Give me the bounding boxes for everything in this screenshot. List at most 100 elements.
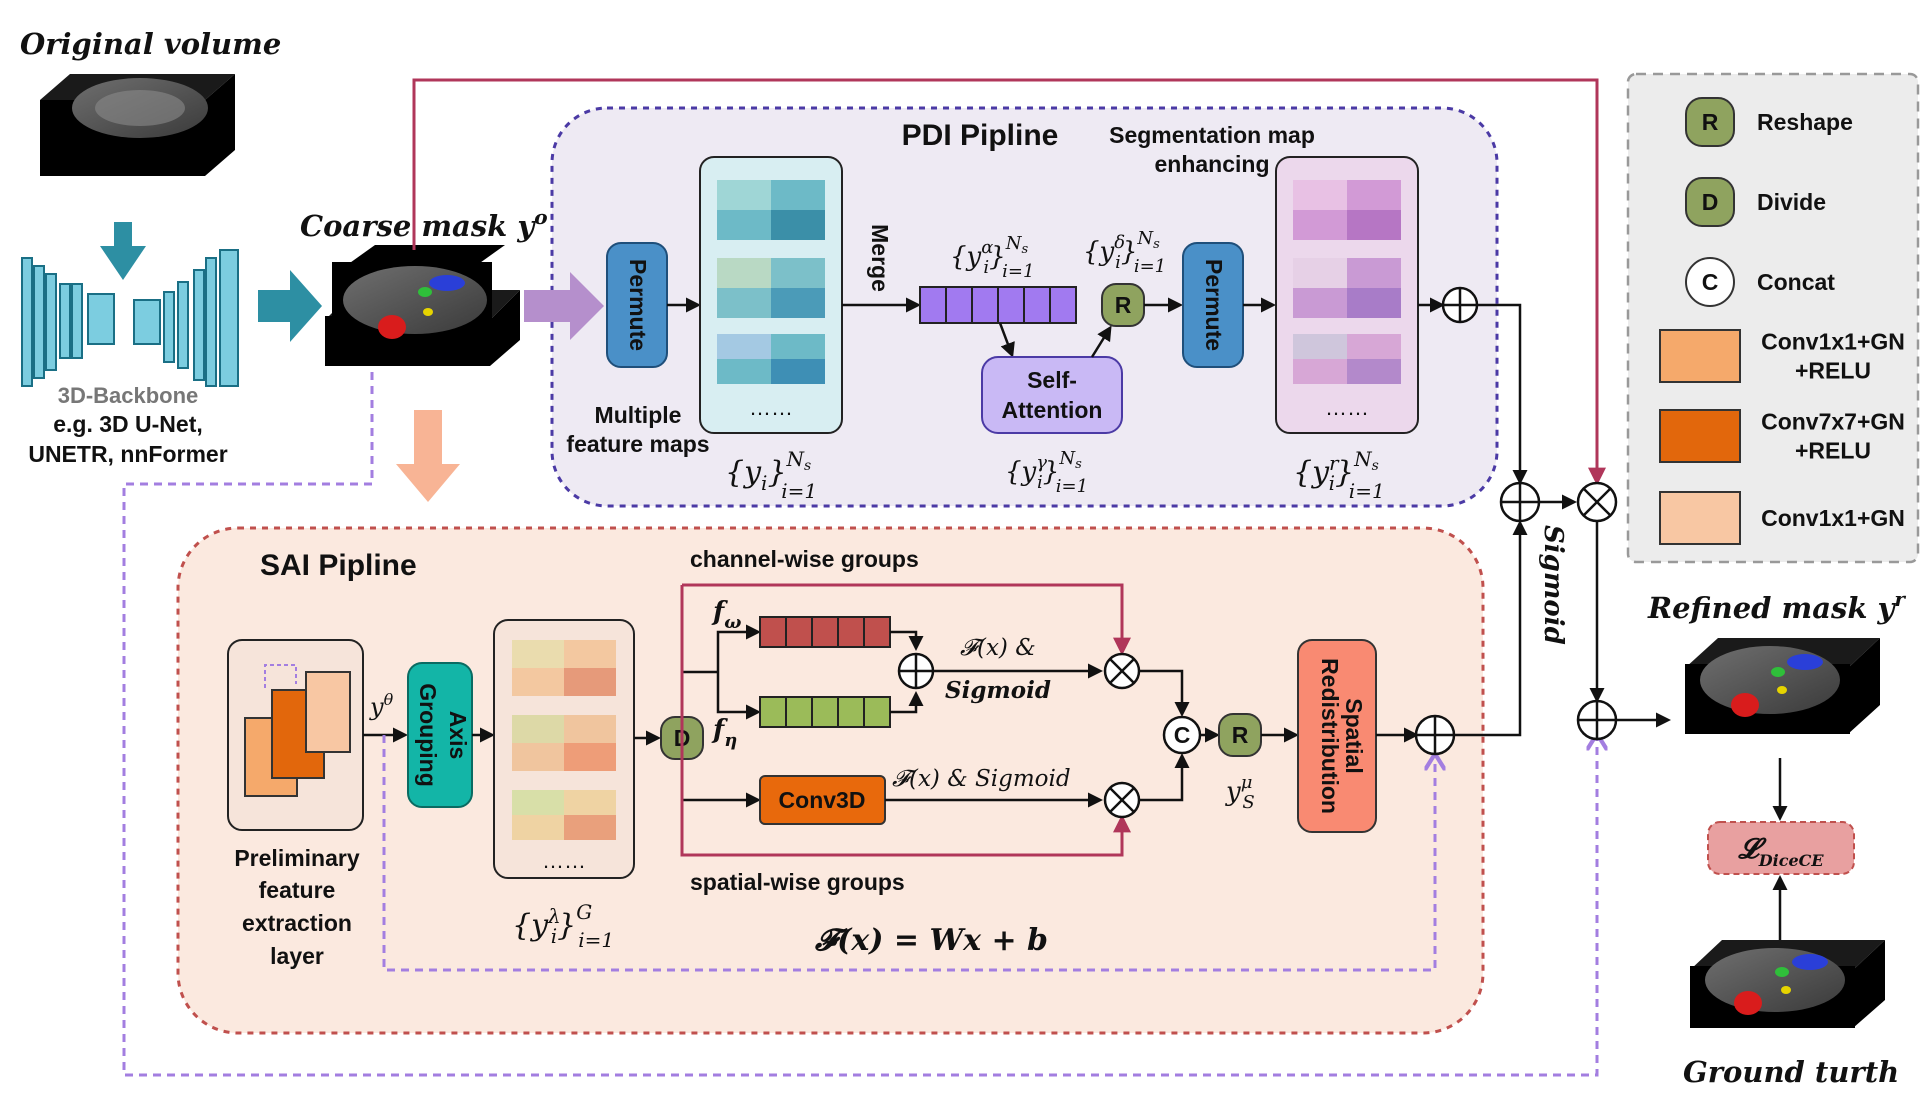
lambda-cubes bbox=[512, 640, 616, 840]
crimson-skip-top bbox=[412, 78, 1606, 486]
legend-swatch bbox=[1659, 329, 1741, 383]
refined-mask-ct bbox=[1685, 638, 1880, 734]
pdi-seg-line2: enhancing bbox=[1154, 151, 1269, 177]
legend-swatch bbox=[1659, 409, 1741, 463]
prelim-line3: extraction bbox=[242, 910, 352, 936]
backbone-line1: e.g. 3D U-Net, bbox=[53, 411, 203, 437]
add-node-main bbox=[1499, 481, 1541, 523]
spatial-line2: Redistribution bbox=[1317, 658, 1343, 814]
segmentation-maps-cubes bbox=[1293, 180, 1401, 384]
coarse-mask-label: Coarse mask yo bbox=[300, 205, 548, 243]
purple-skip-inner bbox=[382, 735, 1435, 972]
line-pdi-to-mainadd bbox=[1477, 303, 1528, 485]
backbone-title: 3D-Backbone bbox=[58, 383, 199, 408]
arrow-alpha-selfattn bbox=[998, 322, 1015, 358]
self-attention-line1: Self- bbox=[1027, 367, 1077, 393]
legend-swatch bbox=[1659, 491, 1741, 545]
fx-sigmoid-2: Sigmoid bbox=[945, 677, 1051, 704]
loss-box bbox=[1707, 821, 1855, 875]
legend-label: Conv1x1+GN bbox=[1761, 505, 1905, 531]
sai-title: SAI Pipline bbox=[260, 549, 417, 582]
spatial-group-frame bbox=[680, 585, 1131, 857]
legend-label: Concat bbox=[1757, 269, 1835, 295]
legend-symbol bbox=[1685, 257, 1735, 307]
add-node-sai bbox=[1414, 714, 1456, 756]
arrow-coarse-pdi bbox=[524, 272, 604, 340]
permute-block-2-label: Permute bbox=[1201, 259, 1227, 351]
lambda-dots: …… bbox=[542, 848, 586, 873]
multiply-node-spatial bbox=[1103, 781, 1141, 819]
legend-label: +RELU bbox=[1795, 438, 1871, 464]
arrow-coarse-sai bbox=[396, 410, 460, 502]
omega-vector bbox=[759, 616, 891, 648]
feature-maps-cubes bbox=[717, 180, 825, 384]
original-volume-label: Original volume bbox=[20, 27, 281, 61]
reshape-node-sai-label: R bbox=[1232, 722, 1249, 748]
seg-maps-dots: …… bbox=[1325, 395, 1369, 420]
conv3d-label: Conv3D bbox=[779, 787, 866, 813]
legend-item: D Divide bbox=[1685, 177, 1826, 227]
original-volume-ct bbox=[40, 74, 235, 176]
legend-symbol-letter: C bbox=[1702, 269, 1719, 295]
svg-text:C: C bbox=[1174, 722, 1191, 748]
backbone-network bbox=[21, 249, 239, 387]
spatial-groups-label: spatial-wise groups bbox=[690, 869, 905, 895]
legend-item: Conv1x1+GN +RELU bbox=[1659, 329, 1905, 384]
line-sai-to-mainadd bbox=[1454, 520, 1528, 737]
branch-to-omega bbox=[716, 624, 761, 672]
axis-grouping-line1: Axis bbox=[445, 711, 471, 760]
formula-label: 𝓕(x) = Wx + b bbox=[814, 923, 1048, 958]
add-node-channel bbox=[897, 652, 935, 690]
legend-item: C Concat bbox=[1685, 257, 1835, 307]
prelim-line2: feature bbox=[259, 877, 336, 903]
channel-group-frame bbox=[682, 583, 1131, 656]
legend-symbol bbox=[1685, 97, 1735, 147]
concat-node: C bbox=[1162, 715, 1202, 755]
multiple-label-1: Multiple bbox=[595, 402, 682, 428]
prelim-line4: layer bbox=[270, 943, 324, 969]
coarse-mask-ct bbox=[325, 245, 520, 366]
spatial-line1: Spatial bbox=[1341, 698, 1367, 773]
mult1-to-concat bbox=[1139, 669, 1190, 717]
sigmoid-vertical-label: Sigmoid bbox=[1538, 525, 1568, 645]
y-theta-label: yθ bbox=[369, 690, 394, 721]
eta-vector bbox=[759, 696, 891, 728]
mult2-to-concat bbox=[1139, 753, 1190, 802]
add-node-final bbox=[1576, 699, 1618, 741]
f-omega-label: fω bbox=[711, 597, 741, 633]
legend-label: Divide bbox=[1757, 189, 1826, 215]
legend-label: +RELU bbox=[1795, 358, 1871, 384]
add-node-pdi bbox=[1441, 286, 1479, 324]
pdi-title: PDI Pipline bbox=[902, 119, 1059, 152]
refined-mask-label: Refined mask yr bbox=[1647, 587, 1906, 625]
arrow-selfattn-reshape bbox=[1090, 325, 1112, 358]
omega-to-add bbox=[890, 630, 924, 651]
eta-to-add bbox=[890, 691, 924, 714]
legend-symbol-letter: R bbox=[1702, 109, 1719, 135]
self-attention-line2: Attention bbox=[1002, 397, 1103, 423]
pdi-seg-line1: Segmentation map bbox=[1109, 122, 1315, 148]
multiply-node-channel bbox=[1103, 652, 1141, 690]
y-alpha-vector bbox=[919, 286, 1077, 324]
legend-box bbox=[1626, 72, 1920, 564]
legend-symbol-letter: D bbox=[1702, 189, 1719, 215]
legend-label: Conv1x1+GN bbox=[1761, 329, 1905, 355]
legend-symbol bbox=[1685, 177, 1735, 227]
prelim-line1: Preliminary bbox=[234, 845, 359, 871]
backbone-line2: UNETR, nnFormer bbox=[28, 441, 227, 467]
legend-label: Conv7x7+GN bbox=[1761, 409, 1905, 435]
multiple-label-2: feature maps bbox=[566, 431, 709, 457]
axis-grouping-line2: Grouping bbox=[415, 683, 441, 786]
ground-truth-ct bbox=[1690, 940, 1885, 1028]
multiply-node-main bbox=[1576, 481, 1618, 523]
